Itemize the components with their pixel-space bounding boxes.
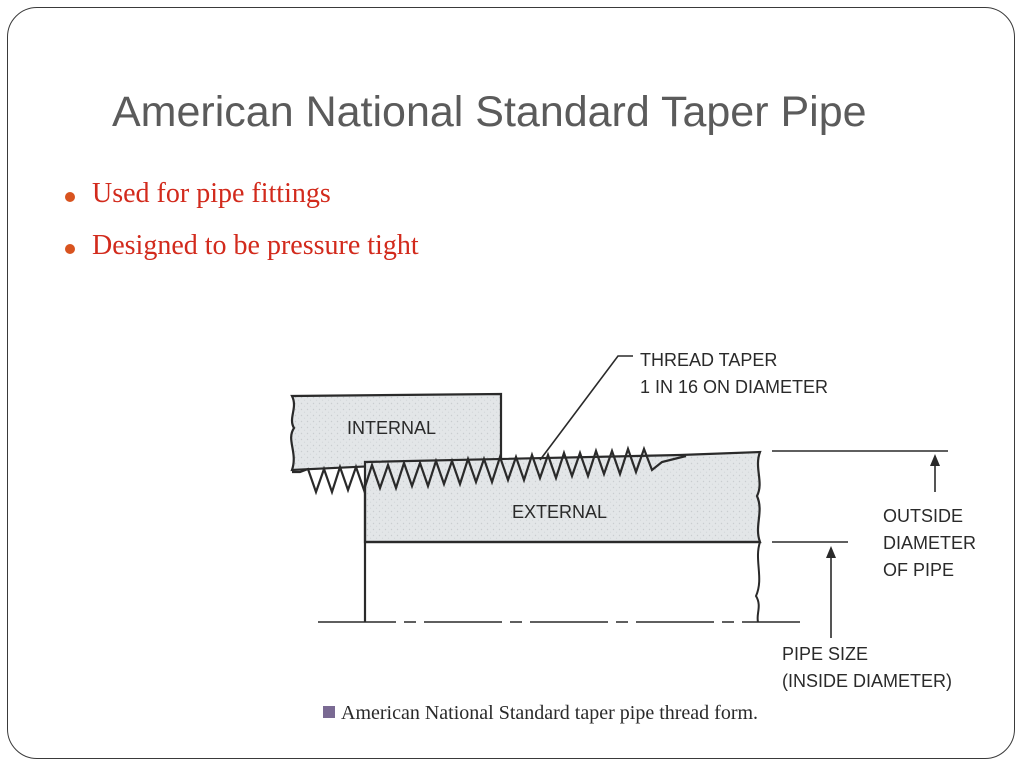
id-arrow-head-icon	[826, 546, 836, 558]
outside-diameter-label: OUTSIDE	[883, 506, 963, 526]
thread-teeth	[292, 445, 687, 496]
slide-frame	[7, 7, 1015, 759]
figure-caption: American National Standard taper pipe th…	[323, 702, 758, 725]
outside-diameter-label: DIAMETER	[883, 533, 976, 553]
bullet-item: Designed to be pressure tight	[64, 230, 419, 282]
caption-marker-icon	[323, 706, 335, 718]
outside-diameter-label: OF PIPE	[883, 560, 954, 580]
bullet-text: Designed to be pressure tight	[92, 230, 419, 261]
bullet-text: Used for pipe fittings	[92, 178, 331, 209]
bullet-marker-icon	[65, 244, 75, 254]
external-pipe-wall	[363, 450, 762, 544]
od-arrow-head-icon	[930, 454, 940, 466]
pipe-size-label: (INSIDE DIAMETER)	[782, 671, 952, 691]
pipe-break-line	[754, 541, 761, 623]
thread-taper-label: THREAD TAPER	[640, 350, 777, 370]
external-label: EXTERNAL	[512, 502, 607, 522]
bullet-list: Used for pipe fittings Designed to be pr…	[64, 178, 419, 282]
thread-taper-leader	[539, 355, 633, 461]
bullet-marker-icon	[65, 192, 75, 202]
internal-label: INTERNAL	[347, 418, 436, 438]
bullet-item: Used for pipe fittings	[64, 178, 419, 230]
internal-fitting	[290, 392, 503, 472]
slide-title: American National Standard Taper Pipe	[112, 88, 867, 136]
thread-taper-ratio-label: 1 IN 16 ON DIAMETER	[640, 377, 828, 397]
pipe-size-label: PIPE SIZE	[782, 644, 868, 664]
caption-text: American National Standard taper pipe th…	[341, 702, 759, 724]
